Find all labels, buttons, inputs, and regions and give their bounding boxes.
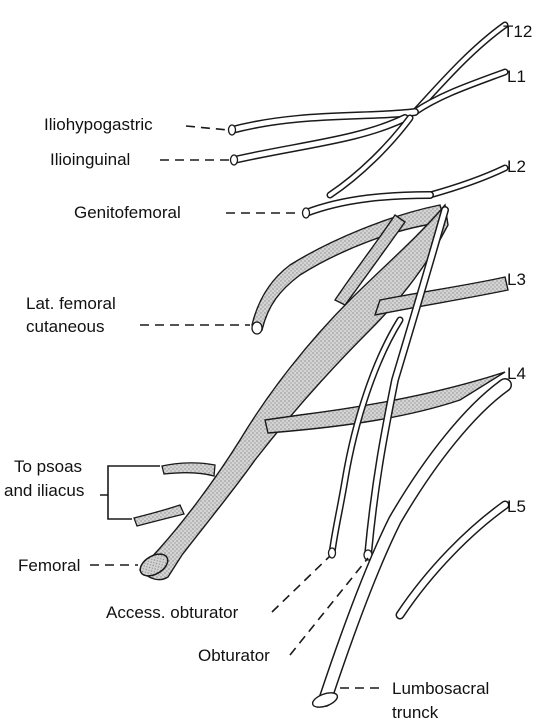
psoas-label-line1: To psoas [14,457,82,477]
l4-label: L4 [507,364,526,384]
psoas-bracket [100,466,160,519]
ilioinguinal-label: Ilioinguinal [50,150,130,170]
l1-root [415,72,505,112]
access-obturator-leader [272,556,330,612]
l3-label: L3 [507,270,526,290]
femoral-nerve [137,205,448,580]
lat-femoral-label-line1: Lat. femoral [26,294,116,314]
t12-label: T12 [503,22,532,42]
l1-label: L1 [507,67,526,87]
lumbosacral-label-line2: trunck [392,703,438,723]
l5-label: L5 [507,497,526,517]
iliohypogastric-label: Iliohypogastric [44,115,153,135]
t12-root [415,25,505,112]
obturator-label: Obturator [198,646,270,666]
lumbosacral-label-line1: Lumbosacral [392,679,489,699]
genitofemoral-label: Genitofemoral [74,203,181,223]
l5-root [400,505,505,615]
femoral-label: Femoral [18,556,80,576]
lumbosacral-trunk [311,385,505,710]
l2-root [430,168,505,195]
l2-label: L2 [507,157,526,177]
iliohypogastric-leader [186,126,228,130]
lat-femoral-label-line2: cutaneous [26,317,104,337]
psoas-label-line2: and iliacus [4,481,84,501]
access-obturator-label: Access. obturator [106,603,238,623]
